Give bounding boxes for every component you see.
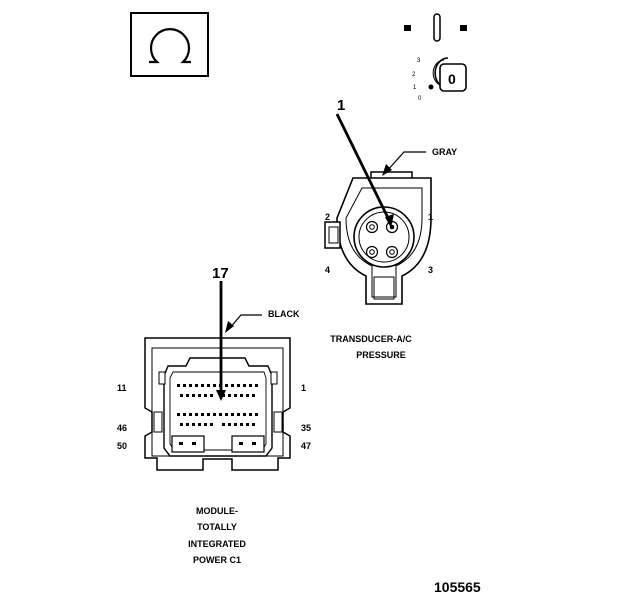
module-callout-leader [216, 281, 226, 401]
module-pin-row-1 [177, 384, 258, 387]
transducer-pin-3: 3 [428, 265, 433, 275]
module-color-label: BLACK [268, 309, 300, 319]
transducer-callout-leader [335, 113, 394, 228]
figure-id: 105565 [434, 579, 481, 595]
module-pin-row-3 [177, 413, 258, 416]
ignition-position-3: 3 [417, 58, 421, 64]
ohm-symbol-icon [130, 12, 209, 77]
transducer-pin-2: 2 [325, 212, 330, 222]
module-pin-47: 47 [301, 441, 311, 451]
transducer-color-label: GRAY [432, 147, 457, 157]
module-pin-11: 11 [117, 383, 127, 393]
black-label-leader [225, 314, 262, 333]
transducer-pin-4: 4 [325, 265, 330, 275]
module-pin-46: 46 [117, 423, 127, 433]
transducer-caption-line1: TRANSDUCER-A/C [330, 334, 412, 344]
transducer-caption-line2: PRESSURE [356, 350, 406, 360]
module-pin-50: 50 [117, 441, 127, 451]
ignition-key-icon: 3 2 1 0 0 [404, 13, 467, 102]
transducer-callout-number: 1 [337, 97, 345, 114]
module-caption-line3: INTEGRATED [188, 539, 246, 549]
ignition-position-2: 2 [412, 72, 416, 78]
module-connector [144, 337, 291, 471]
ignition-position-0: 0 [418, 96, 422, 102]
module-caption-line4: POWER C1 [193, 555, 241, 565]
module-callout-number: 17 [212, 265, 229, 282]
module-pin-1: 1 [301, 383, 306, 393]
gray-label-leader [382, 151, 426, 176]
module-pin-35: 35 [301, 423, 311, 433]
module-caption-line1: MODULE- [196, 506, 238, 516]
transducer-pin-1: 1 [428, 212, 433, 222]
ignition-key-label: 0 [448, 71, 456, 87]
module-caption-line2: TOTALLY [197, 522, 237, 532]
module-pin-row-4 [180, 423, 255, 426]
ignition-position-1: 1 [413, 85, 417, 91]
transducer-connector [324, 171, 432, 305]
